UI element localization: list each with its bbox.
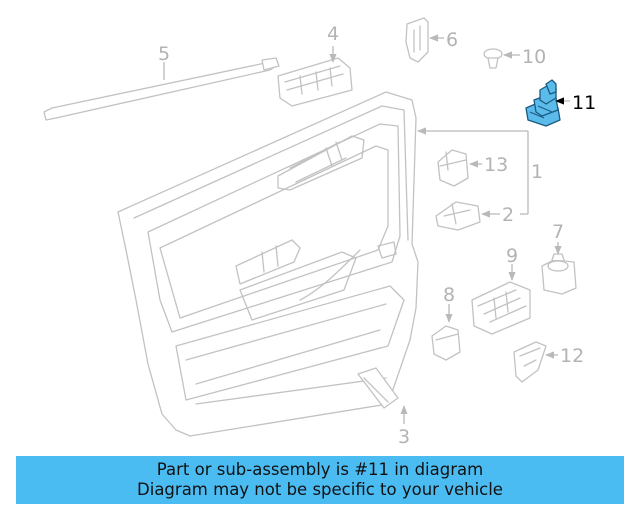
part-9-switch-assembly (471, 264, 531, 335)
part-6-clip (405, 17, 444, 63)
callout-6: 6 (446, 29, 458, 51)
callout-13: 13 (484, 154, 508, 176)
info-banner: Part or sub-assembly is #11 in diagram D… (16, 456, 624, 504)
parts-diagram: 1 2 3 4 5 6 7 8 9 10 11 12 13 (43, 17, 596, 448)
callout-3: 3 (398, 426, 410, 448)
callout-11: 11 (572, 92, 596, 114)
part-10-push-pin (483, 48, 520, 69)
callout-7: 7 (552, 221, 564, 243)
part-11-switch-highlighted (525, 79, 570, 127)
part-13-switch (437, 149, 482, 187)
callout-8: 8 (443, 284, 455, 306)
callout-4: 4 (327, 23, 339, 45)
part-4-master-switch (277, 46, 353, 107)
part-2-bezel (435, 201, 500, 231)
part-5-weatherstrip (43, 57, 280, 121)
callout-10: 10 (522, 46, 546, 68)
part-7-knob (541, 242, 577, 295)
banner-line-disclaimer: Diagram may not be specific to your vehi… (137, 480, 503, 499)
callout-2: 2 (502, 204, 514, 226)
door-trim-panel (117, 91, 419, 437)
banner-line-part-number: Part or sub-assembly is #11 in diagram (156, 460, 484, 479)
callout-5: 5 (158, 43, 170, 65)
callout-12: 12 (560, 345, 584, 367)
part-3-cover (357, 367, 408, 424)
bracket-1 (417, 127, 529, 215)
callout-9: 9 (506, 245, 518, 267)
part-12-clip (513, 341, 558, 383)
callout-1: 1 (531, 161, 543, 183)
part-8-switch (431, 304, 461, 361)
